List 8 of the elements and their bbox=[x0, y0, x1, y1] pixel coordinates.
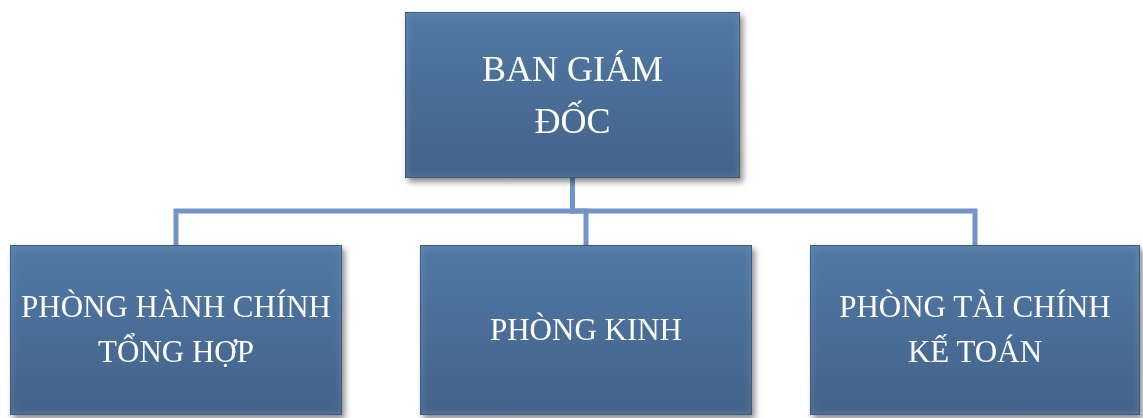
org-box bbox=[810, 245, 1140, 415]
box-label: PHÒNG HÀNH CHÍNH TỔNG HỢP bbox=[21, 288, 331, 371]
org-box bbox=[420, 245, 752, 415]
org-box bbox=[10, 245, 342, 415]
box-label: PHÒNG KINH bbox=[489, 310, 683, 349]
box-label: BAN GIÁM ĐỐC bbox=[481, 47, 664, 143]
box-label: PHÒNG TÀI CHÍNH KẾ TOÁN bbox=[838, 288, 1112, 371]
org-box bbox=[405, 12, 740, 178]
